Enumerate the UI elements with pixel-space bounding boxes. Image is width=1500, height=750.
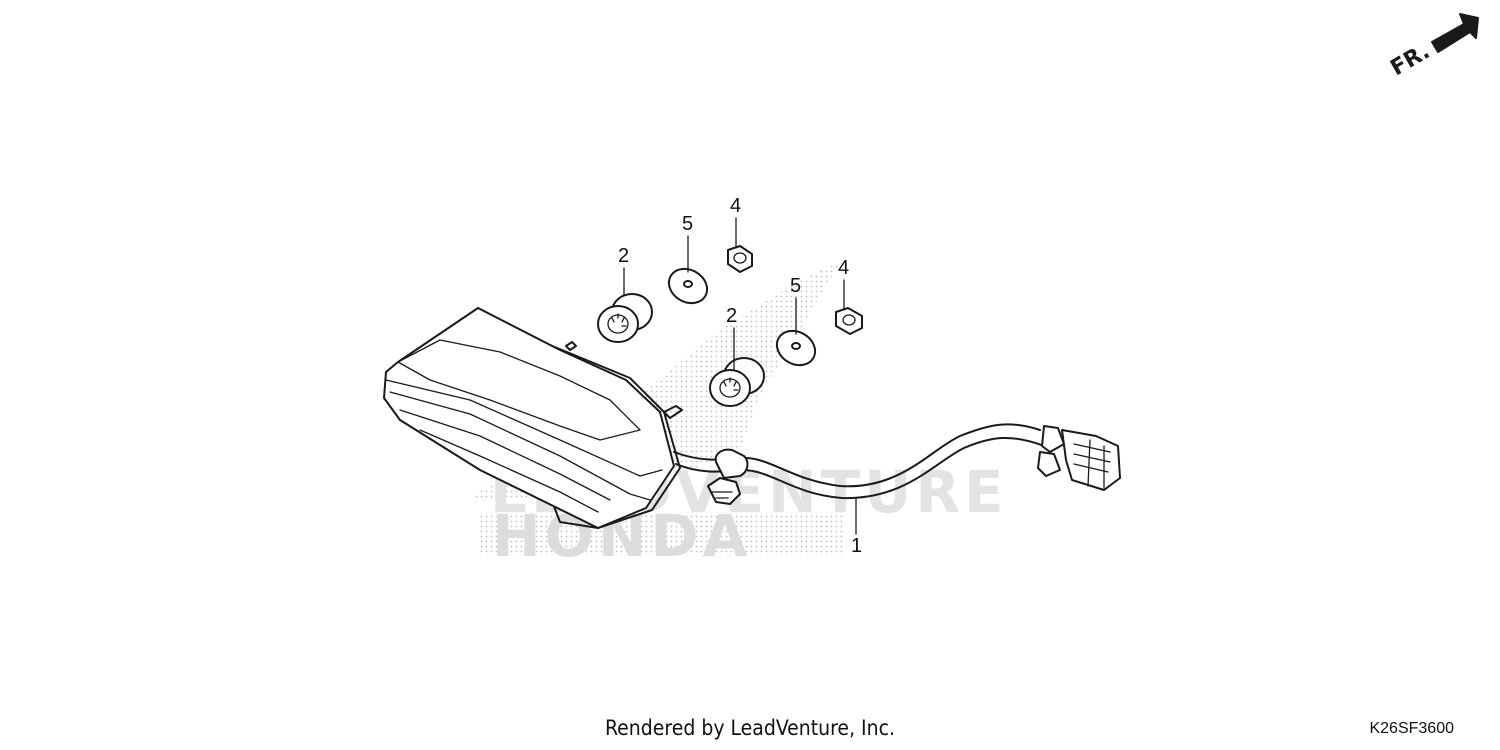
callout-washer-upper: 5 <box>682 213 693 235</box>
callout-harness: 1 <box>851 535 862 557</box>
front-direction-label: FR. <box>1387 39 1435 81</box>
washer-upper <box>667 267 709 305</box>
front-direction-indicator: FR. <box>1387 13 1479 81</box>
callout-leaders <box>623 217 857 535</box>
washer-lower <box>775 329 817 367</box>
nut-lower <box>835 307 863 335</box>
nut-upper <box>727 245 753 273</box>
tail-light-assembly <box>383 307 741 529</box>
grommet-upper <box>597 293 653 343</box>
callout-grommet-upper: 2 <box>618 245 629 267</box>
wire-harness <box>673 423 1121 500</box>
callout-nut-upper: 4 <box>730 195 741 217</box>
callout-grommet-lower: 2 <box>726 305 737 327</box>
diagram-code: K26SF3600 <box>1369 720 1454 737</box>
callout-nut-lower: 4 <box>838 257 849 279</box>
footer-credit: Rendered by LeadVenture, Inc. <box>605 716 895 740</box>
front-arrow-icon <box>1431 13 1479 53</box>
callout-washer-lower: 5 <box>790 275 801 297</box>
